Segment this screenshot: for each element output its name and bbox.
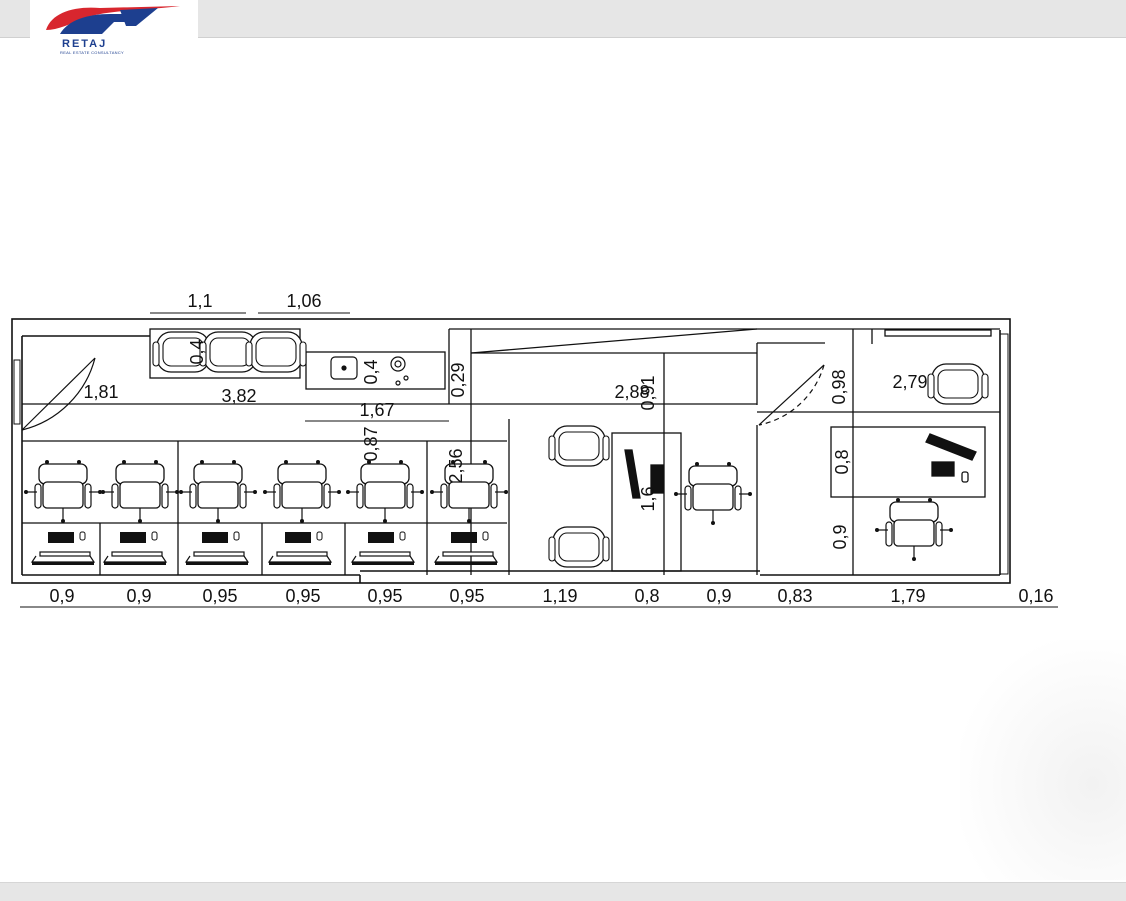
meeting-chair xyxy=(548,526,610,568)
workstation xyxy=(434,531,498,566)
desk-chair xyxy=(23,459,103,524)
kitchenette xyxy=(330,356,409,386)
dimension-label: 0,16 xyxy=(1018,586,1053,606)
dimension-label: 1,6 xyxy=(638,486,658,511)
dimension-label: 2,79 xyxy=(892,372,927,392)
workstation xyxy=(351,531,415,566)
dimension-labels: 0,9 0,9 0,95 0,95 0,95 0,95 1,19 0,8 0,9 0,83 1,79… xyxy=(49,291,1053,606)
desk-chair xyxy=(178,459,258,524)
dimension-label: 1,19 xyxy=(542,586,577,606)
desk-chair xyxy=(429,459,509,524)
desk-chair xyxy=(100,459,180,524)
meeting-table xyxy=(611,432,682,572)
dimension-label: 0,95 xyxy=(367,586,402,606)
dimension-label: 0,95 xyxy=(285,586,320,606)
host-chair xyxy=(673,461,753,526)
dimension-label: 3,82 xyxy=(221,386,256,406)
logo xyxy=(30,0,198,38)
dimension-label: 0,83 xyxy=(777,586,812,606)
dimension-label: 0,8 xyxy=(832,449,852,474)
desk-chair xyxy=(345,459,425,524)
desk-chair xyxy=(262,459,342,524)
workstation xyxy=(31,531,95,566)
dimension-label: 2,88 xyxy=(614,382,649,402)
workstation xyxy=(103,531,167,566)
dimension-lines xyxy=(20,312,1058,608)
manager-guest-chair xyxy=(927,363,989,405)
dimension-label: 0,29 xyxy=(448,362,468,397)
dimension-label: 0,8 xyxy=(634,586,659,606)
dimension-label: 0,4 xyxy=(187,339,207,364)
dimension-label: 1,67 xyxy=(359,400,394,420)
dimension-label: 1,81 xyxy=(83,382,118,402)
dimension-label: 0,91 xyxy=(638,375,658,410)
dimension-label: 0,95 xyxy=(202,586,237,606)
workstation xyxy=(185,531,249,566)
workstation xyxy=(268,531,332,566)
dimension-label: 1,06 xyxy=(286,291,321,311)
manager-desk xyxy=(830,426,986,498)
dimension-label: 0,4 xyxy=(361,359,381,384)
background-shading xyxy=(960,640,1126,880)
dimension-label: 0,9 xyxy=(126,586,151,606)
dimension-label: 0,95 xyxy=(449,586,484,606)
dimension-label: 1,79 xyxy=(890,586,925,606)
door-swings xyxy=(21,357,825,431)
interior-walls xyxy=(22,328,1000,575)
dimension-label: 2,56 xyxy=(446,448,466,483)
meeting-chair xyxy=(548,425,610,467)
dimension-label: 0,9 xyxy=(706,586,731,606)
manager-chair xyxy=(874,497,954,562)
dimension-label: 0,9 xyxy=(830,524,850,549)
logo-tagline: REAL ESTATE CONSULTANCY xyxy=(60,50,125,55)
bottom-bar xyxy=(0,882,1126,901)
windows xyxy=(13,333,1009,575)
dimension-label: 0,87 xyxy=(361,426,381,461)
dimension-label: 0,9 xyxy=(49,586,74,606)
waiting-chair xyxy=(245,331,307,373)
dimension-label: 1,1 xyxy=(187,291,212,311)
logo-swoosh-icon xyxy=(46,6,180,34)
dimension-label: 0,98 xyxy=(829,369,849,404)
logo-name: RETAJ xyxy=(62,38,108,50)
